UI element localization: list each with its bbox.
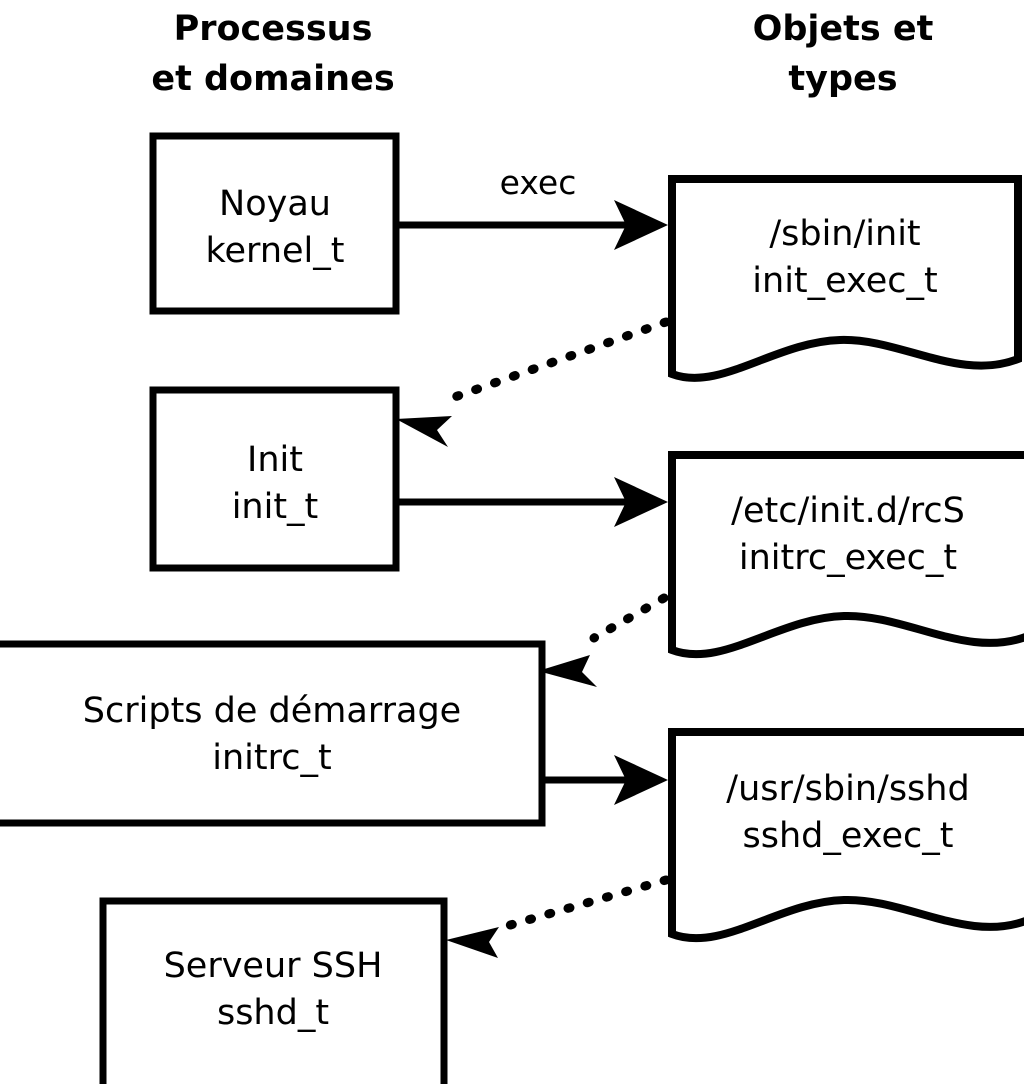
node-init_exec-document[interactable] [668,175,1022,382]
node-kernel-type: kernel_t [206,231,345,271]
node-initrc-box[interactable] [0,640,546,827]
node-init_exec[interactable]: /sbin/init init_exec_t [668,175,1022,382]
node-initrc_exec[interactable]: /etc/init.d/rcS initrc_exec_t [668,451,1024,659]
column-header-objects-line1: Objets et [753,9,934,49]
node-kernel-name: Noyau [219,184,331,224]
column-header-processes: Processus et domaines [151,9,394,99]
node-sshd_exec-path: /usr/sbin/sshd [726,769,969,809]
edge-line-sshd_exec-transition [495,875,671,933]
node-sshd-type: sshd_t [217,993,329,1033]
node-initrc_exec-type: initrc_exec_t [739,538,957,578]
arrow-head-initrc_exec-transition [538,655,597,687]
node-sshd-box[interactable] [99,897,448,1084]
node-initrc-type: initrc_t [212,738,331,778]
node-sshd_exec[interactable]: /usr/sbin/sshd sshd_exec_t [668,728,1024,943]
edge-sshd_exec-transition-sshd [446,875,671,958]
column-header-objects-line2: types [788,59,897,99]
node-sshd[interactable]: Serveur SSH sshd_t [99,897,448,1084]
edge-line-init_exec-transition [447,317,671,403]
arrow-head-initrc-exec [614,755,668,805]
node-kernel-box[interactable] [149,132,400,315]
edge-kernel-exec-init_exec: exec [398,163,668,250]
node-sshd_exec-type: sshd_exec_t [743,816,954,856]
node-initrc_exec-document[interactable] [668,451,1024,659]
edge-init_exec-transition-init [396,317,671,447]
edge-initrc_exec-transition-initrc [538,593,669,687]
node-init_exec-path: /sbin/init [769,214,920,254]
column-header-processes-line1: Processus [174,9,373,49]
arrow-head-sshd_exec-transition [446,927,499,958]
node-init-type: init_t [232,487,319,527]
node-init-box[interactable] [149,386,400,572]
arrow-head-kernel-exec [614,200,668,250]
node-init-name: Init [247,440,303,480]
edge-line-initrc_exec-transition [589,593,669,643]
arrow-head-init-exec [614,477,668,527]
node-sshd_exec-document[interactable] [668,728,1024,943]
node-init_exec-type: init_exec_t [752,261,937,301]
column-header-objects: Objets et types [753,9,934,99]
edge-label-exec: exec [500,163,577,202]
column-header-processes-line2: et domaines [151,59,394,99]
node-initrc_exec-path: /etc/init.d/rcS [731,491,965,531]
arrow-head-init_exec-transition [396,416,452,447]
node-sshd-name: Serveur SSH [164,946,383,986]
node-init[interactable]: Init init_t [149,386,400,572]
edge-init-exec-initrc_exec [396,477,668,527]
node-kernel[interactable]: Noyau kernel_t [149,132,400,315]
node-initrc-name: Scripts de démarrage [83,691,461,731]
node-initrc[interactable]: Scripts de démarrage initrc_t [0,640,546,827]
edge-initrc-exec-sshd_exec [545,755,668,805]
